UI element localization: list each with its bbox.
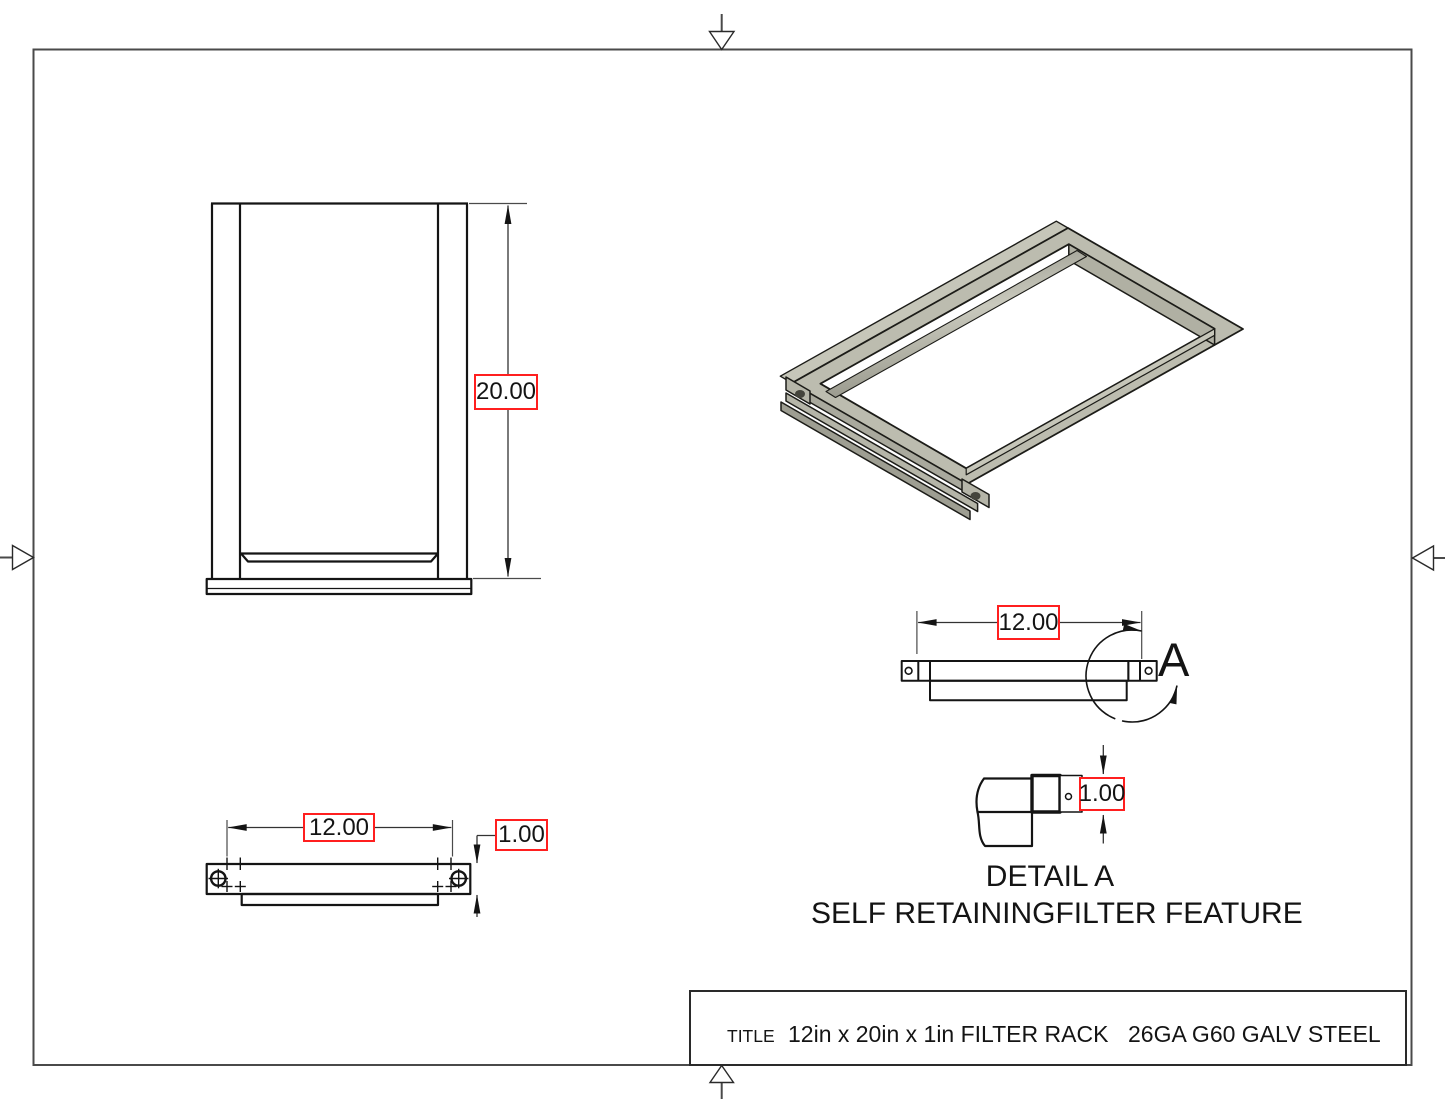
dim-label-detail-thickness: 1.00	[1079, 777, 1125, 811]
hole-center-left	[208, 868, 228, 889]
iso-channel-bar	[825, 249, 1088, 399]
title-block	[689, 990, 1407, 1066]
iso-front-band-1	[791, 382, 968, 494]
detail-a-view	[975, 773, 1083, 848]
dim-label-front-height: 20.00	[474, 374, 538, 410]
dim-text: 12.00	[998, 608, 1059, 636]
iso-right-hole	[970, 492, 981, 500]
dim-label-plan-width: 12.00	[303, 813, 375, 842]
centering-mark-right	[1411, 544, 1445, 572]
dim-text: 12.00	[308, 813, 370, 841]
iso-front-band-3	[780, 401, 971, 521]
side-view	[900, 660, 1158, 702]
title-block-part-title: 12in x 20in x 1in FILTER RACK	[788, 1021, 1109, 1047]
title-block-label: TITLE	[727, 1026, 775, 1046]
isometric-view	[779, 220, 1244, 521]
base-plate	[205, 577, 473, 596]
hole-center-right	[449, 868, 469, 889]
front-view	[205, 202, 473, 596]
iso-back-flange	[779, 220, 1069, 384]
dim-label-plan-thickness: 1.00	[495, 819, 548, 851]
iso-inner-wall	[1068, 243, 1216, 346]
detail-subtitle: SELF RETAININGFILTER FEATURE	[811, 897, 1303, 930]
iso-left-hole	[795, 390, 805, 398]
detail-title: DETAIL A	[985, 860, 1115, 893]
title-block-material: 26GA G60 GALV STEEL	[1128, 1021, 1381, 1047]
dim-text: 20.00	[475, 378, 537, 405]
centering-mark-bottom	[708, 1064, 735, 1099]
detail-marker-label: A	[1158, 633, 1190, 686]
sheet-border	[0, 14, 1445, 1099]
iso-inner-lip	[965, 328, 1216, 476]
center-marks	[221, 857, 457, 892]
plan-view	[205, 857, 472, 907]
dim-label-side-width: 12.00	[997, 605, 1060, 640]
detail-retainer-tab	[1030, 773, 1062, 814]
centering-mark-top	[708, 14, 736, 51]
centering-mark-left	[0, 544, 35, 571]
dim-text: 1.00	[1078, 780, 1126, 807]
iso-front-band-2	[785, 392, 979, 513]
detail-callout-arc	[1085, 623, 1178, 723]
dim-text: 1.00	[498, 821, 545, 848]
filter-lip	[240, 552, 439, 563]
